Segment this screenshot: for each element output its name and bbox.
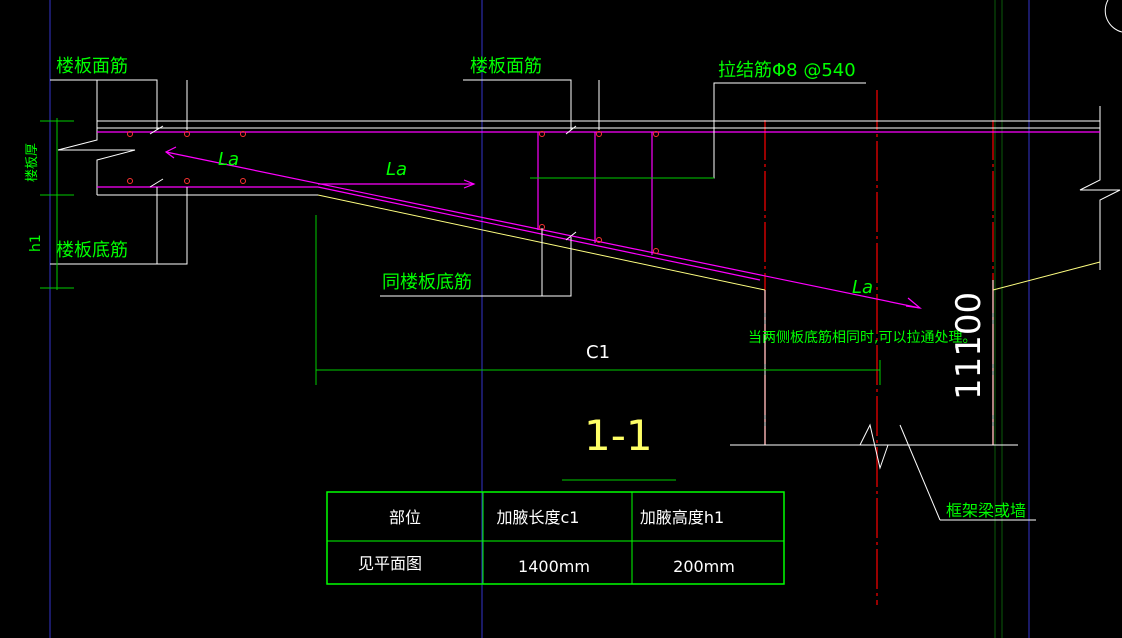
diagonal-rebar (165, 151, 921, 309)
haunch-rebar (317, 186, 761, 281)
rebar-dot (184, 131, 190, 137)
rebar-dot (240, 178, 246, 184)
leader-tick (565, 231, 577, 241)
label-slab-thickness: 楼板厚 (25, 143, 40, 182)
leader-tick (149, 178, 164, 188)
label-same-bottom-rebar: 同楼板底筋 (382, 272, 472, 293)
label-tie-bar: 拉结筋Φ8 @540 (718, 60, 856, 81)
label-la-1: La (218, 149, 239, 170)
rebar-dot (127, 178, 133, 184)
label-c1: C1 (586, 342, 610, 363)
leader-top-left (50, 79, 158, 130)
axis-lines (49, 0, 1030, 638)
label-note: 当两侧板底筋相同时,可以拉通处理。 (748, 329, 976, 346)
label-top-rebar-mid: 楼板面筋 (470, 56, 542, 77)
break-line-left (57, 121, 136, 195)
dimension-lines (40, 118, 881, 481)
leader-tie (530, 82, 866, 179)
break-line-bottom (859, 423, 889, 470)
grid-lines (994, 0, 1003, 638)
rebar-dot (539, 131, 545, 137)
leader-top-mid (463, 79, 572, 130)
arrow-left-head (164, 146, 177, 159)
rebar-dot (240, 131, 246, 137)
arrow-right-head (905, 297, 923, 309)
haunch-table: 部位 加腋长度c1 加腋高度h1 见平面图 1400mm 200mm (326, 491, 785, 585)
table-border (326, 491, 785, 585)
axis-bubble-partial (1104, 0, 1122, 33)
break-line-right (1079, 106, 1121, 270)
arrow-la-mid-head (463, 179, 476, 189)
table-header-cell: 加腋高度h1 (640, 508, 724, 527)
leader-frame-beam (899, 424, 941, 521)
rebars (97, 131, 1100, 309)
label-la-3: La (852, 277, 873, 298)
rebar-dot (184, 178, 190, 184)
rebar-dots (127, 131, 659, 254)
rebar-dot (596, 237, 602, 243)
leader-tick (565, 125, 577, 135)
table-cell: 见平面图 (358, 554, 422, 573)
table-header-cell: 加腋长度c1 (497, 508, 580, 527)
table-header-cell: 部位 (389, 508, 421, 527)
label-bottom-rebar-left: 楼板底筋 (56, 240, 128, 261)
haunch-right-slope (992, 261, 1101, 291)
leader-lines (50, 79, 1036, 521)
table-cell: 200mm (673, 557, 735, 576)
label-top-rebar-left: 楼板面筋 (56, 56, 128, 77)
rebar-dot (596, 131, 602, 137)
label-frame-beam: 框架梁或墙 (946, 501, 1026, 520)
leader-same-bottom (380, 237, 572, 297)
rebar-dot (127, 131, 133, 137)
section-title: 1-1 (584, 411, 653, 460)
leader-tick (149, 125, 164, 135)
table-cell: 1400mm (518, 557, 590, 576)
label-side-number: 11100 (949, 292, 989, 400)
label-la-2: La (386, 159, 407, 180)
arrow-heads (164, 146, 923, 309)
leader-bottom-left (50, 187, 188, 265)
label-h1: h1 (28, 234, 44, 252)
rebar-dot (653, 131, 659, 137)
rebar-dot (653, 248, 659, 254)
